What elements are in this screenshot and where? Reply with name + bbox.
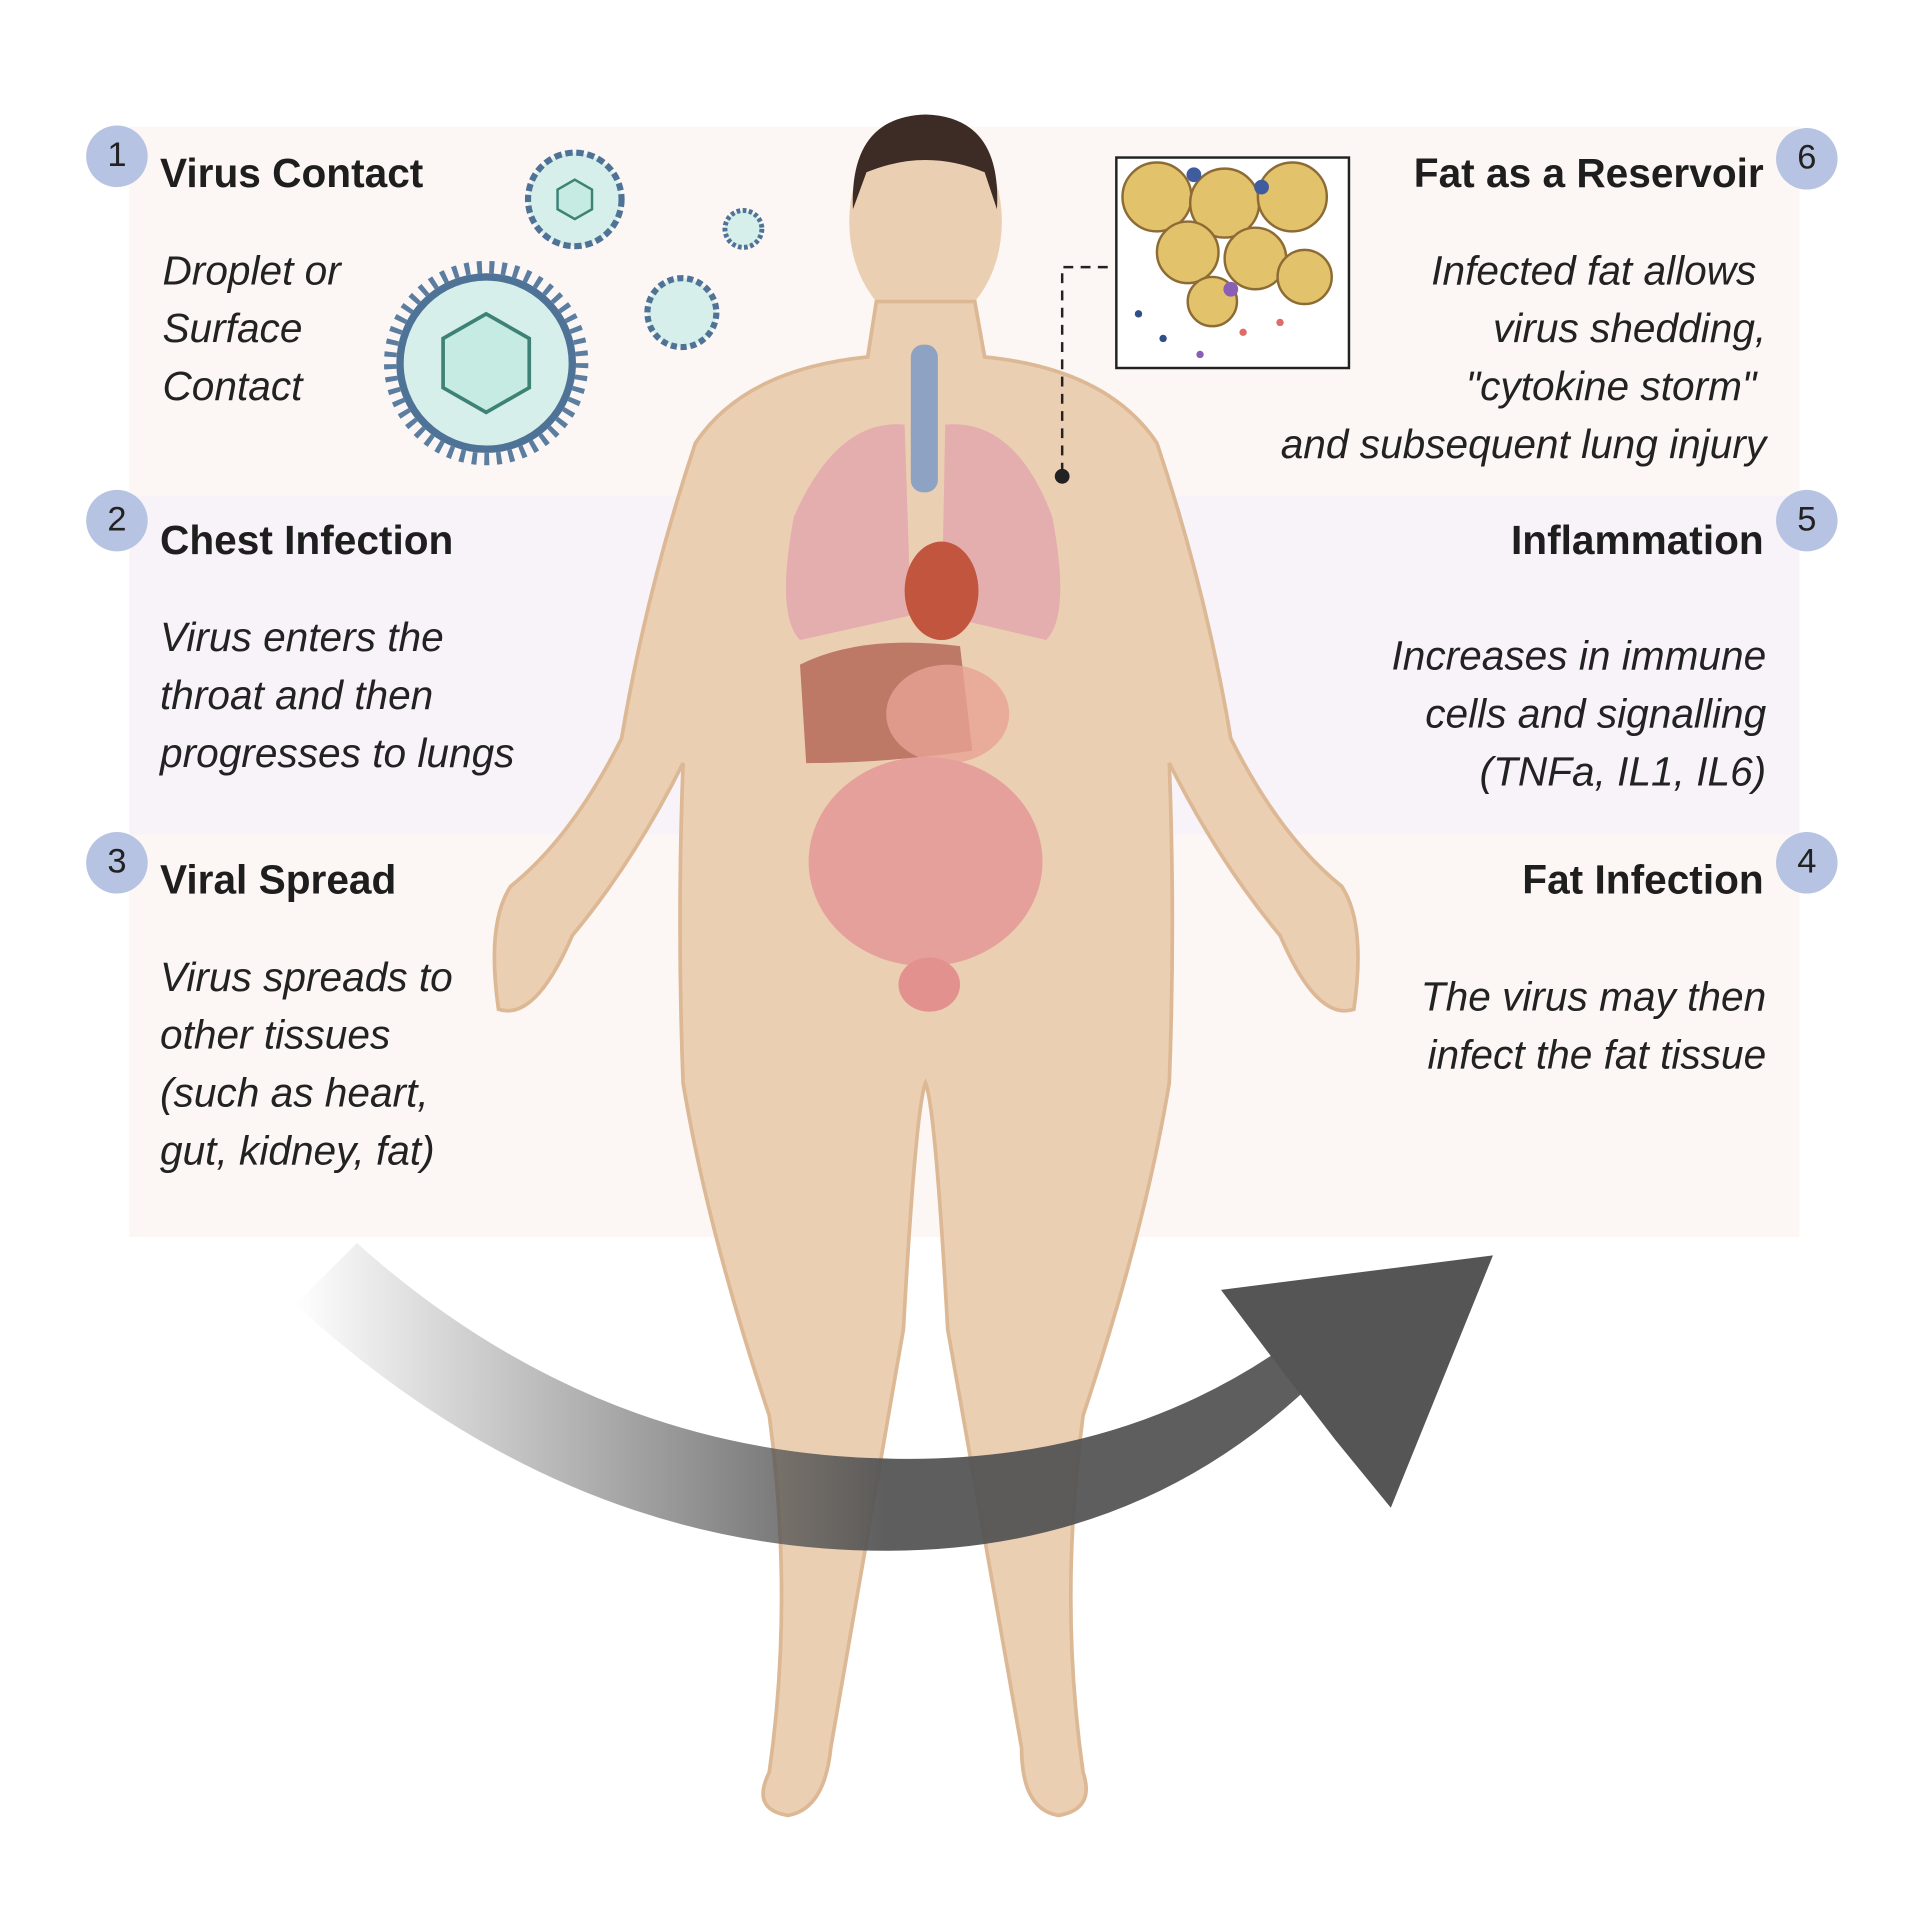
- desc-line: other tissues: [160, 1011, 391, 1058]
- desc-line: Virus enters the: [160, 614, 444, 660]
- virus-icons: [384, 149, 765, 466]
- step-5-title: Inflammation: [1510, 516, 1764, 563]
- virus-medium-icon: [524, 149, 625, 250]
- step-3-title: Viral Spread: [160, 856, 397, 903]
- step-2-title: Chest Infection: [160, 516, 454, 563]
- organs: [785, 344, 1061, 1012]
- fat-tissue-inset: [1115, 156, 1351, 370]
- callout-dot: [1054, 468, 1070, 484]
- desc-line: Virus spreads to: [160, 953, 453, 1000]
- desc-line: virus shedding,: [1492, 305, 1767, 351]
- step-2-description: Virus enters the throat and then progres…: [160, 608, 514, 782]
- desc-line: (such as heart,: [160, 1069, 429, 1116]
- progression-arrow: [295, 1243, 1493, 1551]
- desc-line: gut, kidney, fat): [160, 1127, 435, 1173]
- virus-tiny-icon: [722, 208, 765, 250]
- desc-line: The virus may then: [1420, 973, 1767, 1020]
- step-5-badge: 5: [1776, 489, 1838, 552]
- desc-line: "cytokine storm": [1465, 363, 1757, 409]
- step-5-description: Increases in immune cells and signalling…: [1391, 626, 1766, 800]
- desc-line: Contact: [162, 363, 303, 409]
- step-1-badge: 1: [86, 125, 148, 188]
- desc-line: cells and signalling: [1425, 690, 1767, 737]
- step-1-title: Virus Contact: [160, 150, 424, 196]
- step-2-badge: 2: [86, 489, 148, 552]
- virus-large-icon: [384, 260, 589, 466]
- desc-line: progresses to lungs: [160, 729, 515, 776]
- step-6-badge: 6: [1776, 128, 1838, 190]
- step-3-badge: 3: [86, 832, 148, 894]
- desc-line: throat and then: [160, 672, 434, 718]
- step-4-title: Fat Infection: [1522, 856, 1764, 903]
- desc-line: infect the fat tissue: [1427, 1031, 1767, 1077]
- desc-line: (TNFa, IL1, IL6): [1479, 748, 1767, 794]
- step-1-description: Droplet or Surface Contact: [162, 241, 340, 415]
- desc-line: Infected fat allows: [1431, 247, 1757, 293]
- step-3-description: Virus spreads to other tissues (such as …: [160, 948, 453, 1179]
- desc-line: Increases in immune: [1391, 632, 1767, 679]
- hair: [852, 114, 998, 210]
- desc-line: Surface: [162, 305, 303, 351]
- step-4-badge: 4: [1776, 832, 1838, 894]
- desc-line: Droplet or: [162, 247, 341, 293]
- step-6-title: Fat as a Reservoir: [1413, 150, 1764, 196]
- desc-line: and subsequent lung injury: [1280, 420, 1767, 467]
- virus-small-icon: [644, 275, 720, 351]
- step-4-description: The virus may then infect the fat tissue: [1421, 967, 1766, 1083]
- human-body-figure: [492, 114, 1360, 1818]
- step-6-description: Infected fat allows virus shedding, "cyt…: [1281, 241, 1766, 472]
